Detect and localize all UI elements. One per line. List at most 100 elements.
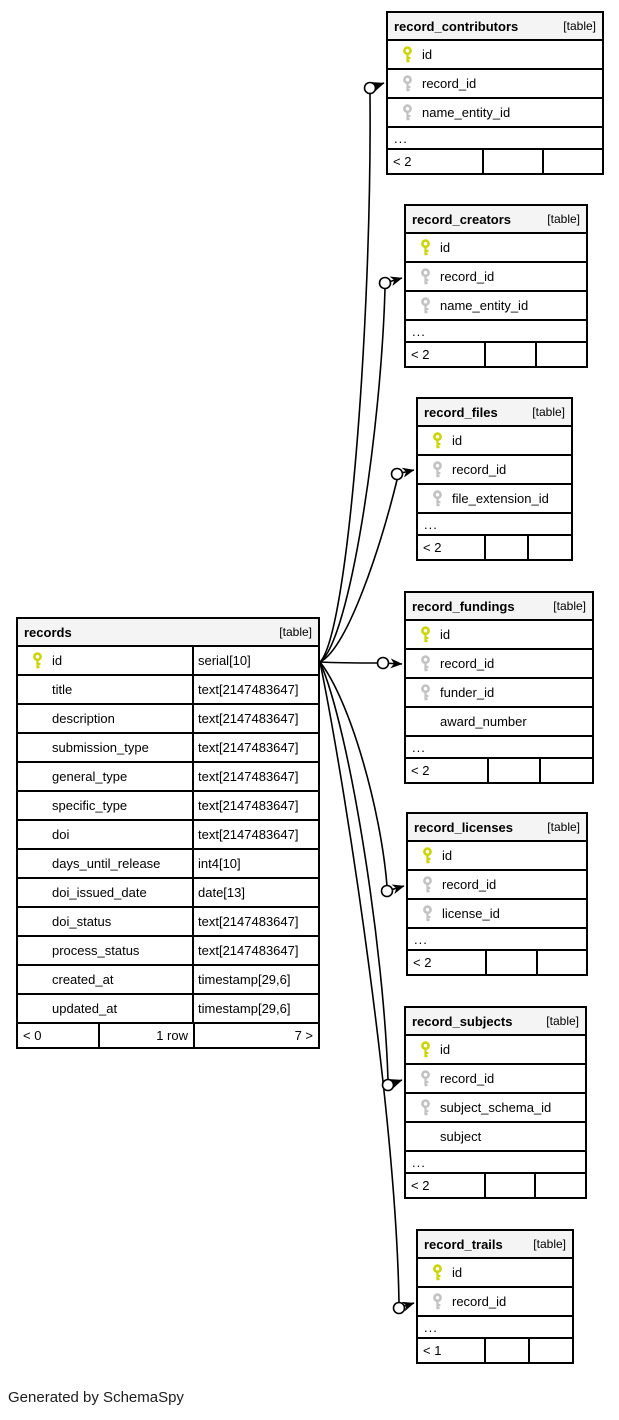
column-name: record_id xyxy=(440,269,495,284)
column-name: record_id xyxy=(452,1294,507,1309)
zero-circle-record_subjects xyxy=(381,1078,395,1092)
column-type: text[2147483647] xyxy=(192,734,318,761)
column-name: record_id xyxy=(452,462,507,477)
fk-curve-record_trails xyxy=(319,661,400,1304)
column-name: id xyxy=(440,240,451,255)
table-title[interactable]: record_licenses xyxy=(414,819,514,835)
column-name: subject_schema_id xyxy=(440,1100,552,1115)
more-columns-row: ... xyxy=(406,737,592,759)
column-name: funder_id xyxy=(440,685,495,700)
footer-parent-count: < 2 xyxy=(393,154,412,169)
table-node-record_files[interactable]: record_files [table] id record_id file_ext… xyxy=(416,397,573,561)
table-type-label: [table] xyxy=(533,1237,566,1251)
column-name: created_at xyxy=(52,972,114,987)
table-title[interactable]: record_fundings xyxy=(412,598,515,614)
primary-key-icon xyxy=(397,45,417,64)
column-name: doi xyxy=(52,827,70,842)
column-row-id: id xyxy=(418,427,571,456)
column-type: timestamp[29,6] xyxy=(192,966,318,993)
column-name: title xyxy=(52,682,73,697)
column-row-license_id: license_id xyxy=(408,900,586,929)
column-row-doi: doi text[2147483647] xyxy=(18,821,318,850)
column-row-record_id: record_id xyxy=(388,70,602,99)
column-type: text[2147483647] xyxy=(192,908,318,935)
footer-child-count xyxy=(535,951,586,974)
column-name: id xyxy=(442,848,453,863)
column-name: process_status xyxy=(52,943,140,958)
footer-parent-count: < 1 xyxy=(423,1343,442,1358)
column-name: file_extension_id xyxy=(452,491,549,506)
column-name: id xyxy=(452,1265,463,1280)
foreign-key-icon xyxy=(415,1098,435,1117)
more-columns-row: ... xyxy=(418,514,571,536)
table-footer: < 2 xyxy=(406,759,592,782)
column-type: text[2147483647] xyxy=(192,821,318,848)
foreign-key-icon xyxy=(415,296,435,315)
primary-key-icon xyxy=(27,651,47,670)
foreign-key-icon xyxy=(417,875,437,894)
table-type-label: [table] xyxy=(532,405,565,419)
table-footer: < 2 xyxy=(408,951,586,974)
column-name: id xyxy=(52,653,63,668)
foreign-key-icon xyxy=(397,74,417,93)
footer-row-count xyxy=(484,343,535,366)
column-name: days_until_release xyxy=(52,856,161,871)
footer-parent-count: < 2 xyxy=(411,1178,430,1193)
column-row-id: id xyxy=(406,1036,585,1065)
foreign-key-icon xyxy=(417,904,437,923)
fk-arrow-record_trails xyxy=(398,1301,415,1312)
table-title[interactable]: record_creators xyxy=(412,211,511,227)
table-title[interactable]: record_trails xyxy=(424,1236,503,1252)
fk-arrow-record_contributors xyxy=(369,82,385,92)
column-type: text[2147483647] xyxy=(192,937,318,964)
more-columns-row: ... xyxy=(388,128,602,150)
table-title[interactable]: record_subjects xyxy=(412,1013,513,1029)
column-row-id: id xyxy=(408,842,586,871)
fk-arrow-record_subjects xyxy=(387,1079,403,1089)
zero-circle-record_files xyxy=(390,467,404,481)
table-title[interactable]: record_files xyxy=(424,404,498,420)
table-header: record_trails [table] xyxy=(418,1231,572,1259)
column-name: record_id xyxy=(440,1071,495,1086)
column-name: description xyxy=(52,711,115,726)
footer-parent-count: < 2 xyxy=(411,763,430,778)
fk-curve-record_files xyxy=(319,479,398,663)
primary-key-icon xyxy=(427,431,447,450)
column-row-subject: subject xyxy=(406,1123,585,1152)
table-title[interactable]: records xyxy=(24,624,72,640)
fk-arrow-record_licenses xyxy=(386,884,405,895)
zero-circle-record_licenses xyxy=(380,884,394,898)
column-type: text[2147483647] xyxy=(192,705,318,732)
table-title[interactable]: record_contributors xyxy=(394,18,519,34)
table-header: record_files [table] xyxy=(418,399,571,427)
column-name: doi_status xyxy=(52,914,112,929)
table-header: record_fundings [table] xyxy=(406,593,592,621)
column-name: doi_issued_date xyxy=(52,885,147,900)
table-footer: < 2 xyxy=(406,343,586,366)
footer-row-count xyxy=(486,759,540,782)
fk-curve-record_creators xyxy=(319,288,386,663)
footer-parent-count: < 0 xyxy=(23,1028,42,1043)
table-type-label: [table] xyxy=(546,1014,579,1028)
column-row-record_id: record_id xyxy=(406,263,586,292)
column-row-process_status: process_status text[2147483647] xyxy=(18,937,318,966)
column-row-id: id xyxy=(418,1259,572,1288)
table-header: record_contributors [table] xyxy=(388,13,602,41)
column-name: record_id xyxy=(442,877,497,892)
column-row-record_id: record_id xyxy=(406,650,592,679)
primary-key-icon xyxy=(427,1263,447,1282)
